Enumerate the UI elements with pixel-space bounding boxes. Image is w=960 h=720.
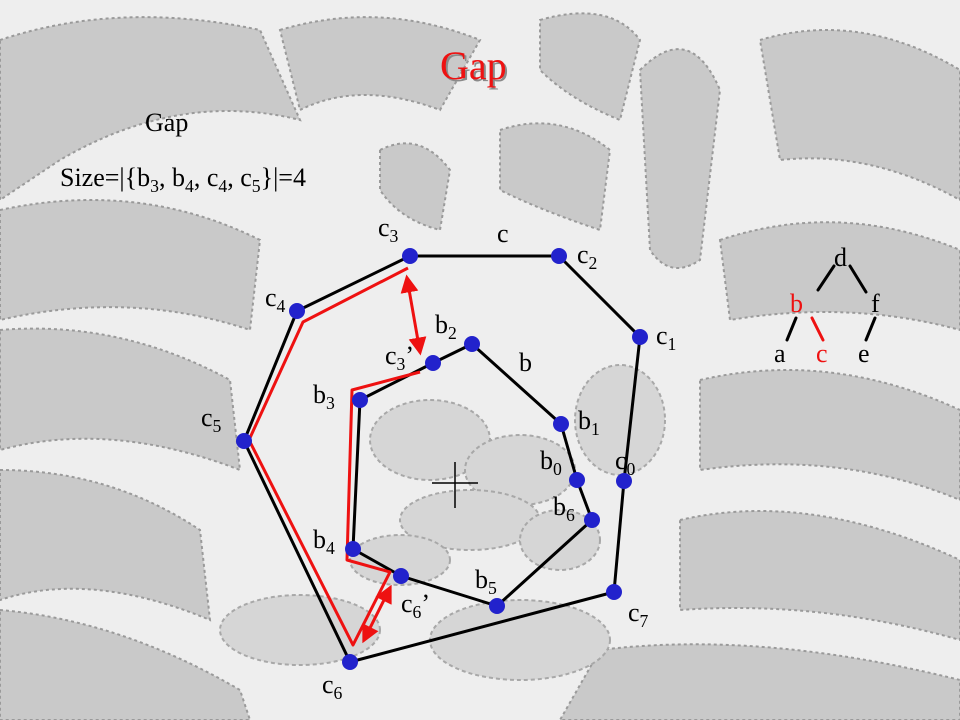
tree-edge-b-c (810, 316, 825, 342)
vertex-label-c1: c1 (656, 321, 677, 355)
vertex-c4 (289, 303, 305, 319)
vertex-b1 (553, 416, 569, 432)
polygon-c-edge-c1-c2 (557, 254, 642, 339)
tree-edge-d-b (816, 264, 836, 292)
vertex-b3 (352, 392, 368, 408)
vertex-b5 (489, 598, 505, 614)
polygon-c-edge-c4-c5 (242, 309, 299, 443)
vertex-c0 (616, 473, 632, 489)
subtitle: Gap (145, 108, 189, 137)
size-item: b4, (171, 163, 207, 197)
tree-node-c: c (816, 339, 828, 368)
vertex-label-b4: b4 (313, 525, 335, 559)
tree-node-e: e (858, 339, 870, 368)
polygon-b-name: b (519, 348, 532, 377)
vertex-label-c3p: c3’ (385, 341, 415, 375)
vertex-c2 (551, 248, 567, 264)
vertex-c3 (402, 248, 418, 264)
size-prefix: Size=|{ (60, 163, 138, 192)
vertex-label-c7: c7 (628, 598, 649, 632)
slide-title: Gap (440, 43, 507, 88)
tree-node-f: f (871, 289, 880, 318)
size-item: b3, (137, 163, 172, 197)
tree-edge-f-e (864, 316, 877, 342)
vertex-c5 (236, 433, 252, 449)
polygon-b-edge-b3-b4 (351, 398, 362, 551)
vertex-c1 (632, 329, 648, 345)
vertex-c3p (425, 355, 441, 371)
vertex-label-c6: c6 (322, 670, 343, 704)
polygon-c-edge-c5-c6 (242, 439, 352, 664)
vertex-b2 (464, 336, 480, 352)
vertex-label-c0: c0 (615, 446, 636, 480)
gap-arrow-c3 (400, 274, 427, 356)
tree-node-d: d (834, 243, 847, 272)
tree-edge-b-a (785, 316, 798, 342)
gap-size-formula: Size=|{b3, b4, c4, c5}|=4 (60, 163, 306, 197)
tree-node-b: b (790, 289, 803, 318)
vertex-label-c3: c3 (378, 213, 399, 247)
vertex-label-c6p: c6’ (401, 589, 431, 623)
vertex-label-b6: b6 (553, 492, 575, 526)
vertex-label-c4: c4 (265, 283, 286, 317)
tree-edge-d-f (848, 264, 868, 294)
polygon-b-edge-b4-c6p (351, 547, 403, 578)
polygon-c-name: c (497, 219, 509, 248)
vertex-label-c2: c2 (577, 240, 598, 274)
gap-outline (247, 266, 421, 647)
vertex-b4 (345, 541, 361, 557)
polygon-b-edge-b5-b6 (495, 518, 594, 608)
vertex-c6 (342, 654, 358, 670)
vertex-c7 (606, 584, 622, 600)
polygon-b-edge-c6p-b5 (399, 574, 499, 608)
tree-node-a: a (774, 339, 786, 368)
vertex-label-b3: b3 (313, 380, 335, 414)
vertex-label-b2: b2 (435, 310, 457, 344)
size-suffix: }|=4 (260, 163, 306, 192)
vertex-label-c5: c5 (201, 403, 222, 437)
vertex-c6p (393, 568, 409, 584)
size-item: c5 (240, 163, 261, 197)
polygon-c-edge-c0-c1 (622, 335, 642, 483)
vertex-label-b1: b1 (578, 406, 600, 440)
vertex-b0 (569, 472, 585, 488)
polygon-b-edge-b1-b2 (470, 342, 563, 426)
polygon-c-edge-c7-c0 (612, 479, 626, 594)
vertex-label-b0: b0 (540, 446, 562, 480)
size-item: c4, (206, 163, 241, 197)
gap-arrow-c6 (362, 584, 392, 644)
vertex-b6 (584, 512, 600, 528)
polygon-b-edge-c3p-b3 (358, 361, 435, 402)
polygon-c-edge-c3-c4 (295, 254, 412, 313)
vertex-label-b5: b5 (475, 565, 497, 599)
polygon-c-edge-c6-c7 (348, 590, 616, 664)
polygon-b-edge-b0-b1 (559, 422, 579, 482)
